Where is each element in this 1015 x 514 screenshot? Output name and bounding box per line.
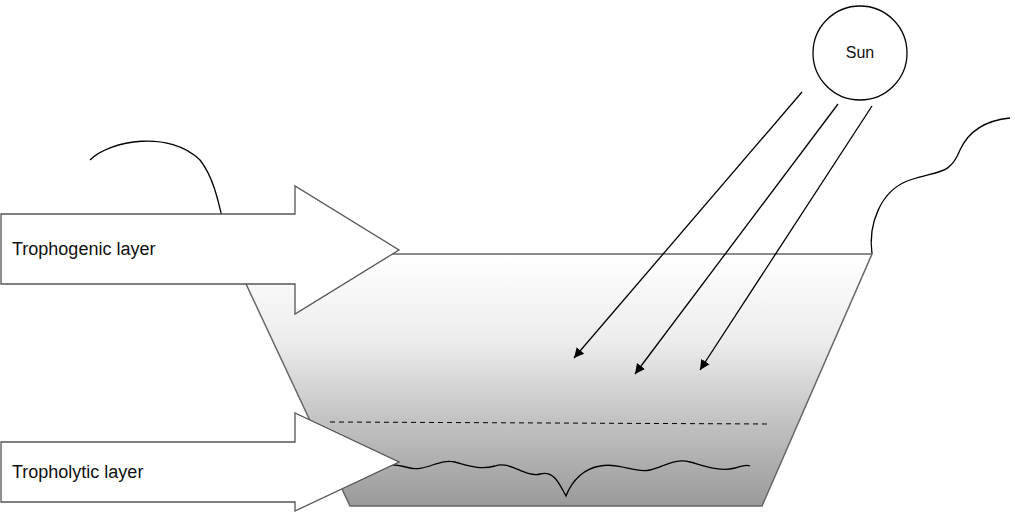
sun-ray — [700, 106, 872, 370]
sun-ray — [574, 92, 802, 358]
block-arrow-outline — [1, 186, 399, 314]
layer-arrow: Tropholytic layer — [0, 412, 400, 512]
node-label: Sun — [846, 44, 874, 62]
block-arrow-outline — [1, 413, 399, 511]
sun-circle: Sun — [812, 5, 908, 101]
node-label: Trophogenic layer — [12, 239, 155, 260]
sediment-line — [362, 461, 750, 496]
sun-circle-outline — [813, 6, 907, 100]
layer-boundary — [330, 422, 770, 424]
ground-line — [871, 118, 1010, 254]
node-label: Tropholytic layer — [12, 462, 143, 483]
layer-arrow: Trophogenic layer — [0, 185, 400, 315]
sun-ray — [635, 104, 838, 374]
